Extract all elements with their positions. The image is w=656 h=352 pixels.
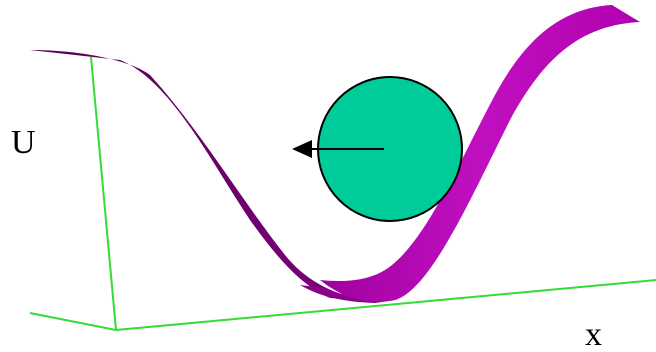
x-axis-line: [115, 279, 656, 331]
velocity-arrow: [292, 140, 384, 158]
arrow-head: [292, 140, 312, 158]
surface-right-slope: [320, 5, 640, 302]
surface-bottom-trough: [300, 285, 395, 303]
u-axis-line: [90, 56, 117, 331]
potential-surface: [30, 5, 640, 303]
u-axis-label: U: [11, 124, 36, 161]
x-axis-label: x: [585, 316, 602, 352]
surface-left-slope: [30, 50, 360, 300]
axes: [29, 56, 656, 331]
depth-axis-line: [29, 312, 117, 331]
